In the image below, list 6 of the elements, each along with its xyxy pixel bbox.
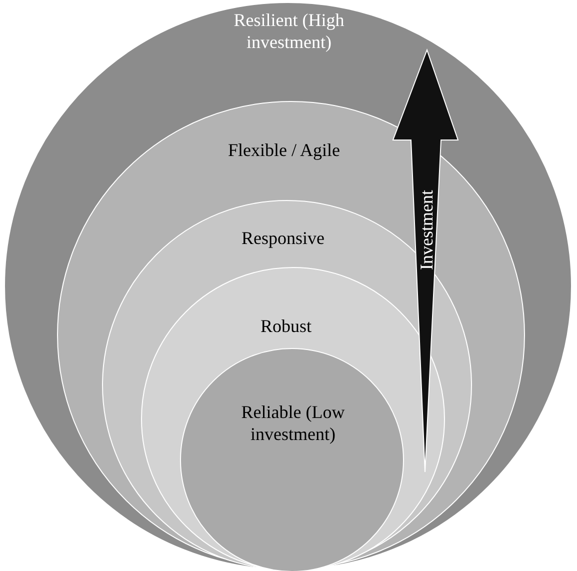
layer-label: Resilient (High investment)	[232, 9, 346, 53]
layer-label: Responsive	[240, 227, 326, 249]
arrow-label: Investment	[416, 190, 438, 270]
layer-label: Reliable (Low investment)	[240, 401, 346, 445]
layer-label: Robust	[259, 315, 312, 337]
layer-label: Flexible / Agile	[227, 139, 341, 161]
